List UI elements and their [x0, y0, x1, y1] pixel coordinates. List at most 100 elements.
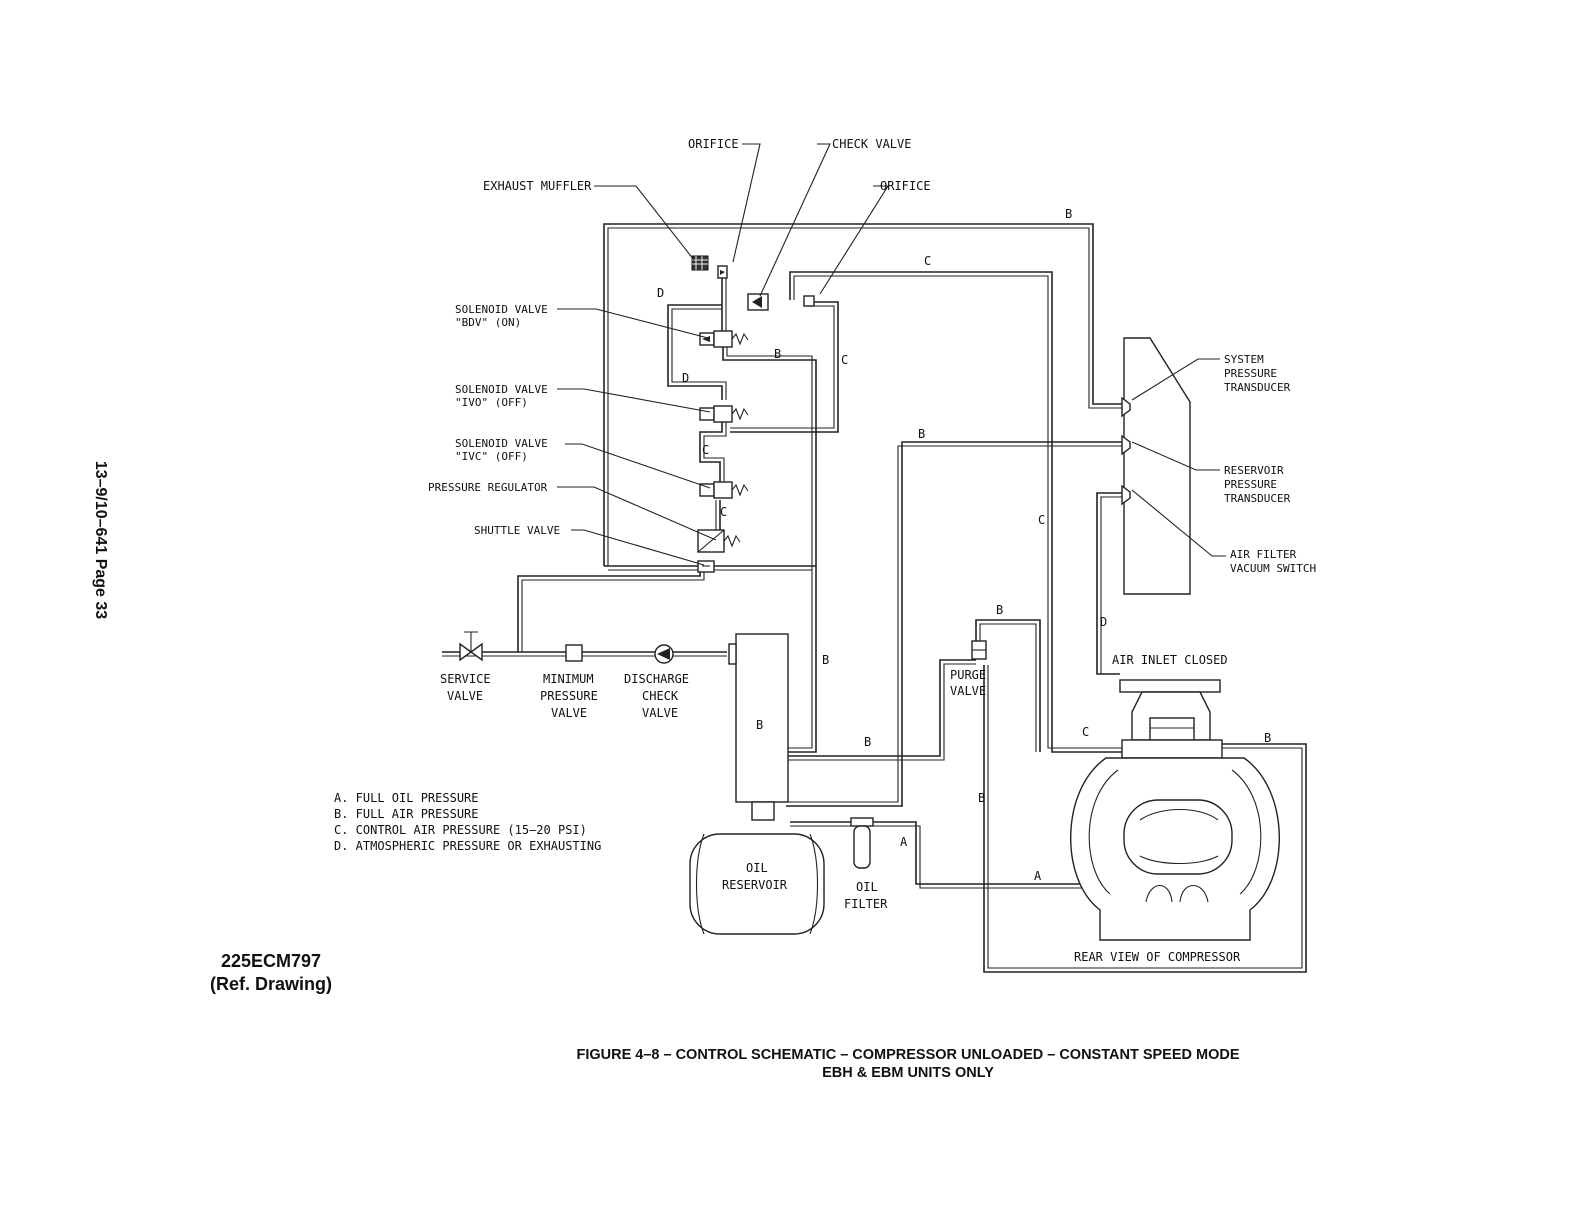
label-solenoid-bdv-line1: SOLENOID VALVE [455, 303, 548, 316]
line-b-purge [975, 619, 1041, 752]
line-b-solenoid-column [722, 340, 817, 753]
label-system-transducer-line1: SYSTEM [1224, 353, 1264, 366]
label-system-transducer-line3: TRANSDUCER [1224, 381, 1291, 394]
line-letter-c: C [1038, 513, 1045, 527]
line-a-oil [790, 821, 1094, 885]
oil-reservoir-icon [689, 833, 825, 935]
label-min-pressure-line1: MINIMUM [543, 672, 594, 686]
label-discharge-check-line3: VALVE [642, 706, 678, 720]
discharge-check-valve-icon [654, 644, 674, 664]
line-d-left-2 [671, 308, 727, 400]
label-oil-filter-line2: FILTER [844, 897, 888, 911]
label-purge-valve-line2: VALVE [950, 684, 986, 698]
label-discharge-check-line2: CHECK [642, 689, 679, 703]
line-b-service-feed-2 [521, 572, 705, 652]
solenoid-ivc-icon [699, 481, 749, 499]
leader-lines [557, 143, 1226, 566]
label-oil-reservoir-line2: RESERVOIR [722, 878, 788, 892]
drawing-number: 225ECM797 [220, 951, 322, 971]
shuttle-valve-icon [697, 560, 715, 573]
line-letter-d: D [1100, 615, 1107, 629]
line-c-upper-2 [793, 275, 1122, 749]
line-d-left [667, 304, 723, 400]
label-service-valve-line1: SERVICE [440, 672, 491, 686]
solenoid-ivo-icon [699, 405, 749, 423]
label-air-filter-switch-line1: AIR FILTER [1230, 548, 1297, 561]
line-d-air-filter [1096, 492, 1122, 675]
label-air-inlet-closed: AIR INLET CLOSED [1112, 653, 1228, 667]
line-b-top-loop [603, 223, 1122, 566]
exhaust-muffler-icon [691, 255, 709, 271]
label-reservoir-transducer-line1: RESERVOIR [1224, 464, 1284, 477]
label-solenoid-ivo-line1: SOLENOID VALVE [455, 383, 548, 396]
label-orifice-top: ORIFICE [688, 137, 739, 151]
label-system-transducer-line2: PRESSURE [1224, 367, 1277, 380]
label-service-valve-line2: VALVE [447, 689, 483, 703]
label-check-valve: CHECK VALVE [832, 137, 911, 151]
check-valve-icon [747, 293, 769, 311]
pressure-regulator-icon [697, 529, 741, 553]
label-min-pressure-line2: PRESSURE [540, 689, 598, 703]
line-b-reservoir-transducer-2 [786, 445, 1122, 803]
line-d-air-filter-2 [1100, 496, 1122, 674]
line-c-upper [789, 271, 1122, 753]
label-rear-view-compressor: REAR VIEW OF COMPRESSOR [1074, 950, 1241, 964]
line-b-purge-lower [983, 665, 1307, 973]
line-letter-b: B [1264, 731, 1271, 745]
label-air-filter-switch-line2: VACUUM SWITCH [1230, 562, 1316, 575]
line-b-purge-down [786, 659, 976, 757]
legend: A. FULL OIL PRESSURE B. FULL AIR PRESSUR… [334, 791, 601, 853]
solenoid-bdv-icon [699, 330, 749, 348]
line-a-oil-2 [790, 825, 1094, 889]
line-letter-d: D [682, 371, 689, 385]
label-shuttle-valve: SHUTTLE VALVE [474, 524, 560, 537]
orifice-right-icon [803, 295, 815, 307]
line-letter-c: C [720, 505, 727, 519]
transducer-panel [1121, 337, 1191, 595]
label-reservoir-transducer-line2: PRESSURE [1224, 478, 1277, 491]
legend-item-d: D. ATMOSPHERIC PRESSURE OR EXHAUSTING [334, 839, 601, 853]
line-b-top-inner [607, 227, 1122, 566]
line-c-ivc-2 [703, 420, 727, 486]
figure-caption: FIGURE 4–8 – CONTROL SCHEMATIC – COMPRES… [0, 1046, 1596, 1082]
orifice-top-icon [717, 265, 728, 279]
line-letter-d: D [657, 286, 664, 300]
separator-tank-icon [728, 633, 789, 821]
legend-item-a: A. FULL OIL PRESSURE [334, 791, 479, 805]
line-letter-c: C [924, 254, 931, 268]
oil-filter-icon [850, 817, 874, 869]
label-oil-reservoir-line1: OIL [746, 861, 768, 875]
line-letter-c: C [1082, 725, 1089, 739]
line-letter-a: A [900, 835, 908, 849]
line-letter-b: B [1065, 207, 1072, 221]
line-letter-a: A [1034, 869, 1042, 883]
line-b-purge-2 [979, 623, 1037, 752]
line-b-service-feed [517, 572, 701, 652]
line-letter-b: B [996, 603, 1003, 617]
line-c-ivc [699, 420, 723, 486]
label-solenoid-bdv-line2: "BDV" (ON) [455, 316, 521, 329]
line-c-top [730, 301, 839, 433]
line-letter-b: B [774, 347, 781, 361]
caption-line-2: EBH & EBM UNITS ONLY [822, 1065, 994, 1081]
line-b-purge-lower-2 [987, 665, 1303, 969]
line-letter-c: C [702, 443, 709, 457]
label-oil-filter-line1: OIL [856, 880, 878, 894]
legend-item-b: B. FULL AIR PRESSURE [334, 807, 479, 821]
label-exhaust-muffler: EXHAUST MUFFLER [483, 179, 592, 193]
component-labels: ORIFICE CHECK VALVE ORIFICE EXHAUST MUFF… [428, 137, 1316, 964]
line-letter-b: B [864, 735, 871, 749]
label-reservoir-transducer-line3: TRANSDUCER [1224, 492, 1291, 505]
minimum-pressure-valve-icon [565, 644, 583, 662]
line-letter-c: C [841, 353, 848, 367]
drawing-reference: 225ECM797 (Ref. Drawing) [210, 950, 332, 996]
label-solenoid-ivc-line1: SOLENOID VALVE [455, 437, 548, 450]
label-orifice-right: ORIFICE [880, 179, 931, 193]
label-solenoid-ivo-line2: "IVO" (OFF) [455, 396, 528, 409]
legend-item-c: C. CONTROL AIR PRESSURE (15–20 PSI) [334, 823, 587, 837]
line-letter-b: B [756, 718, 763, 732]
line-letter-b: B [978, 791, 985, 805]
purge-valve-icon [971, 640, 987, 660]
caption-line-1: FIGURE 4–8 – CONTROL SCHEMATIC – COMPRES… [576, 1047, 1240, 1063]
